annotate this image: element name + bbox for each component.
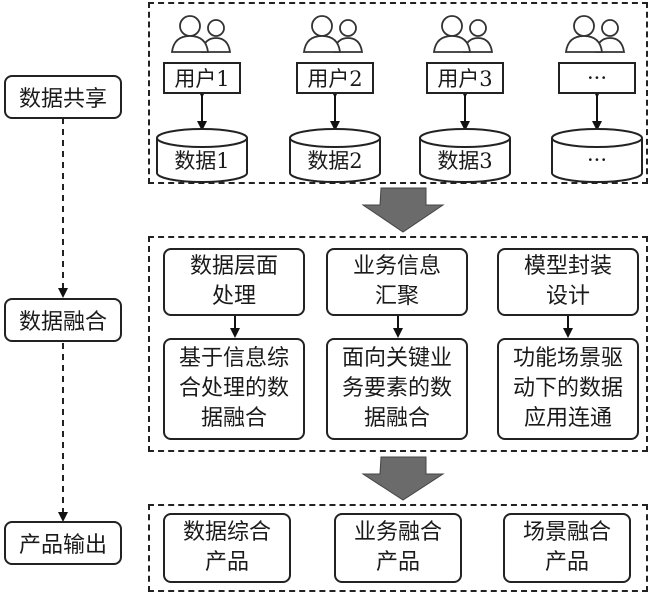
- fusion-top-box-1: 数据层面 处理: [163, 248, 305, 316]
- product-box-2: 业务融合 产品: [334, 513, 462, 583]
- stage-label-output: 产品输出: [4, 521, 122, 565]
- user-label-1: 用户1: [163, 62, 241, 94]
- user-group-icon: [170, 15, 232, 53]
- fusion-bottom-box-2: 面向关键业 务要素的数 据融合: [326, 338, 468, 440]
- database-cylinders: [156, 128, 643, 183]
- fusion-bottom-box-3: 功能场景驱 动下的数据 应用连通: [497, 338, 639, 440]
- user-group-icon: [302, 15, 364, 53]
- database-label-1: 数据1: [174, 149, 230, 173]
- stage-label-fusion: 数据融合: [4, 298, 122, 342]
- stage-label-sharing: 数据共享: [4, 75, 122, 119]
- user-label-3: 用户3: [426, 62, 504, 94]
- sync-arrows: [197, 88, 602, 131]
- big-down-arrow-icon: [361, 456, 445, 501]
- product-box-1: 数据综合 产品: [163, 513, 291, 583]
- fusion-container: [148, 236, 648, 452]
- database-icon: [419, 128, 511, 183]
- database-icon: [156, 128, 248, 183]
- user-label-2: 用户2: [296, 62, 374, 94]
- product-box-3: 场景融合 产品: [503, 513, 631, 583]
- user-group-icon: [432, 15, 494, 53]
- database-label-3: 数据3: [437, 149, 493, 173]
- output-container: [148, 504, 648, 592]
- database-label-more: ···: [586, 148, 608, 172]
- fusion-top-box-3: 模型封装 设计: [497, 248, 639, 316]
- big-down-arrow-icon: [361, 187, 445, 233]
- fusion-bottom-box-1: 基于信息综 合处理的数 据融合: [163, 338, 305, 440]
- database-icon: [551, 128, 643, 183]
- user-label-more: ···: [558, 62, 636, 94]
- fusion-top-box-2: 业务信息 汇聚: [326, 248, 468, 316]
- user-group-icon: [564, 15, 626, 53]
- sharing-container: [148, 2, 648, 184]
- database-label-2: 数据2: [307, 149, 363, 173]
